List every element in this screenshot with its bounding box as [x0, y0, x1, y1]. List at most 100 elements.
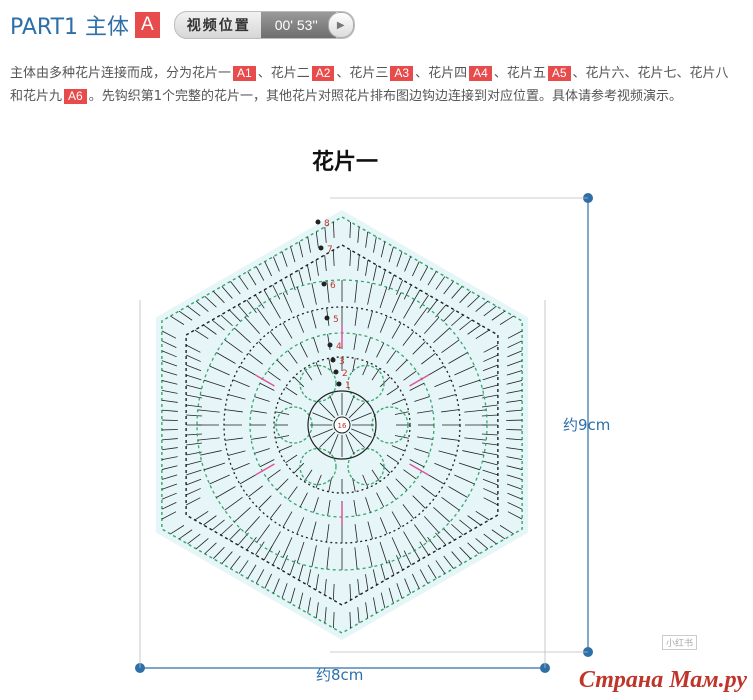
- stitch-tick: [229, 528, 241, 541]
- stitch-tick: [435, 560, 446, 574]
- stitch-tick: [354, 307, 358, 326]
- width-label: 约8cm: [316, 666, 364, 684]
- stitch-tick: [306, 264, 312, 281]
- stitch-tick: [185, 497, 201, 506]
- stitch-tick: [506, 409, 523, 412]
- stitch-tick: [424, 516, 440, 534]
- desc-seg: 、花片三: [336, 66, 389, 81]
- stitch-tick: [328, 358, 332, 373]
- stitch-tick: [307, 236, 311, 253]
- stitch-tick: [227, 450, 246, 456]
- stitch-tick: [161, 330, 177, 339]
- chip-a1: A1: [233, 66, 256, 81]
- center-stitch: [312, 428, 333, 438]
- stitch-tick: [419, 266, 429, 281]
- stitch-tick: [298, 241, 304, 258]
- part-title: PART1 主体: [10, 15, 130, 40]
- stitch-tick: [248, 485, 263, 498]
- stitch-tick: [507, 502, 523, 510]
- stitch-tick: [200, 450, 222, 456]
- stitch-tick: [306, 569, 312, 586]
- stitch-tick: [427, 271, 437, 286]
- center-stitch: [319, 431, 336, 448]
- stitch-tick: [326, 524, 330, 543]
- stitch-tick: [412, 341, 426, 355]
- stitch-tick: [507, 340, 523, 348]
- dimension-lines: [135, 193, 593, 673]
- stitch-tick: [161, 492, 177, 500]
- stitch-tick: [459, 291, 471, 304]
- stitch-tick: [462, 450, 484, 456]
- petal: [347, 447, 385, 486]
- stitch-tick: [475, 510, 490, 521]
- stitch-tick: [267, 469, 281, 480]
- round-number: 4: [336, 342, 342, 352]
- stitch-tick: [467, 295, 480, 308]
- stitch-tick: [161, 511, 177, 520]
- video-position-control[interactable]: 视频位置 00' 53'' ▶: [173, 11, 355, 39]
- stitch-tick: [161, 340, 177, 348]
- stitch-tick: [507, 330, 523, 339]
- play-icon[interactable]: ▶: [327, 12, 354, 38]
- stitch-tick: [230, 555, 241, 569]
- stitch-tick: [482, 460, 498, 466]
- stitch-tick: [186, 442, 203, 446]
- stitch-tick: [402, 504, 415, 519]
- stitch-tick: [161, 380, 178, 385]
- stitch-tick: [421, 485, 436, 498]
- stitch-tick: [506, 474, 523, 480]
- part-header: PART1 主体 A 视频位置 00' 53'' ▶: [10, 10, 355, 40]
- stitch-tick: [203, 324, 217, 335]
- stitch-tick: [403, 299, 415, 319]
- center-stitch: [312, 412, 333, 422]
- stitch-tick: [185, 488, 201, 496]
- stitch-tick: [421, 352, 436, 365]
- stitch-tick: [464, 437, 487, 441]
- stitch-tick: [333, 221, 335, 238]
- stitch-tick: [481, 433, 498, 436]
- stitch-tick: [287, 486, 298, 500]
- video-position-label: 视频位置: [186, 18, 251, 34]
- round-start-dot: [321, 281, 327, 287]
- stitch-tick: [391, 511, 402, 528]
- stitch-tick: [380, 564, 386, 581]
- stitch-tick: [185, 374, 202, 381]
- stitch-tick: [354, 547, 358, 570]
- stitch-tick: [506, 399, 523, 403]
- stitch-tick: [311, 310, 317, 329]
- stitch-tick: [482, 469, 499, 476]
- stitch-tick: [327, 500, 331, 516]
- stitch-tick: [403, 469, 417, 480]
- stitch-tick: [307, 597, 311, 614]
- stitch-tick: [483, 354, 499, 362]
- stitch-tick: [376, 492, 385, 508]
- chip-a3: A3: [390, 66, 414, 81]
- stitch-tick: [482, 364, 499, 372]
- stitch-tick: [186, 460, 202, 466]
- stitch-tick: [254, 396, 270, 402]
- stitch-tick: [433, 507, 451, 523]
- stitch-tick: [296, 315, 305, 333]
- center-stitch: [351, 412, 372, 422]
- stitch-tick: [332, 583, 335, 601]
- stitch-tick: [200, 394, 222, 400]
- stitch-tick: [475, 329, 490, 340]
- stitch-tick: [458, 379, 481, 388]
- stitch-tick: [357, 254, 360, 271]
- stitch-tick: [396, 279, 403, 295]
- stitch-tick: [506, 370, 523, 376]
- stitch-tick: [230, 281, 241, 295]
- stitch-tick: [414, 396, 430, 402]
- stitch-tick: [467, 515, 481, 526]
- stitch-tick: [203, 515, 217, 526]
- stitch-tick: [481, 414, 498, 417]
- stitch-tick: [482, 384, 498, 390]
- stitch-tick: [427, 537, 438, 551]
- stitch-tick: [491, 310, 506, 321]
- stitch-tick: [276, 359, 289, 372]
- stitch-tick: [204, 295, 217, 308]
- stitch-tick: [258, 495, 272, 509]
- stitch-tick: [506, 380, 523, 385]
- stitch-tick: [233, 327, 251, 343]
